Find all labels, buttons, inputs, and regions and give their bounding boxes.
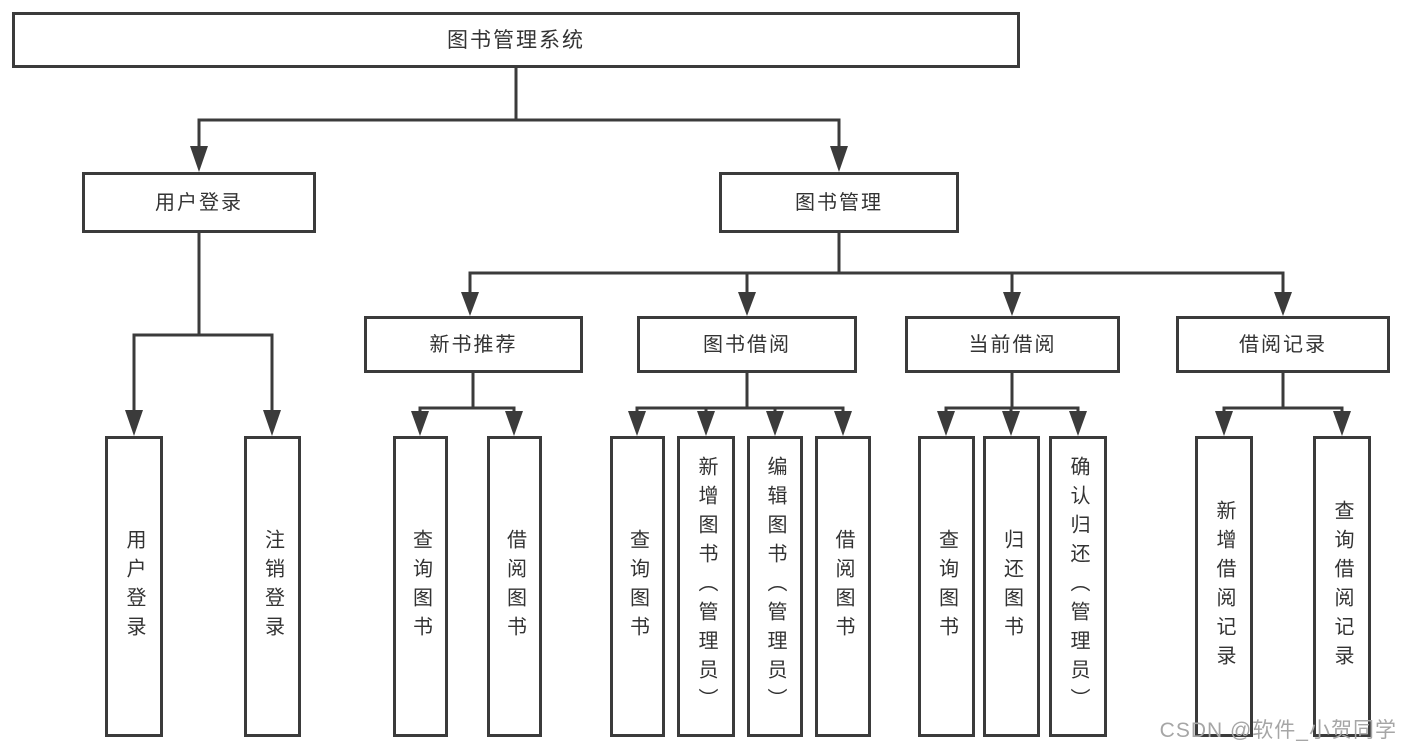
node-book-management: 图书管理 bbox=[719, 172, 959, 233]
leaf-query-borrow-record: 查询借阅记录 bbox=[1313, 436, 1371, 737]
leaf-query-book-3: 查询图书 bbox=[918, 436, 975, 737]
leaf-edit-book-admin: 编辑图书（管理员） bbox=[747, 436, 803, 737]
leaf-borrow-book-1: 借阅图书 bbox=[487, 436, 542, 737]
leaf-user-login: 用户登录 bbox=[105, 436, 163, 737]
node-book-borrow: 图书借阅 bbox=[637, 316, 857, 373]
leaf-query-book-2: 查询图书 bbox=[610, 436, 665, 737]
node-current-borrow: 当前借阅 bbox=[905, 316, 1120, 373]
csdn-watermark: CSDN @软件_小贺同学 bbox=[1159, 719, 1397, 742]
leaf-add-book-admin: 新增图书（管理员） bbox=[677, 436, 735, 737]
leaf-add-borrow-record: 新增借阅记录 bbox=[1195, 436, 1253, 737]
node-root-system: 图书管理系统 bbox=[12, 12, 1020, 68]
arrowheads bbox=[125, 146, 1351, 436]
node-borrow-records: 借阅记录 bbox=[1176, 316, 1390, 373]
leaf-confirm-return-admin: 确认归还（管理员） bbox=[1049, 436, 1107, 737]
leaf-logout: 注销登录 bbox=[244, 436, 301, 737]
leaf-query-book-1: 查询图书 bbox=[393, 436, 448, 737]
node-user-login: 用户登录 bbox=[82, 172, 316, 233]
leaf-borrow-book-2: 借阅图书 bbox=[815, 436, 871, 737]
node-new-book-recommend: 新书推荐 bbox=[364, 316, 583, 373]
leaf-return-book: 归还图书 bbox=[983, 436, 1040, 737]
